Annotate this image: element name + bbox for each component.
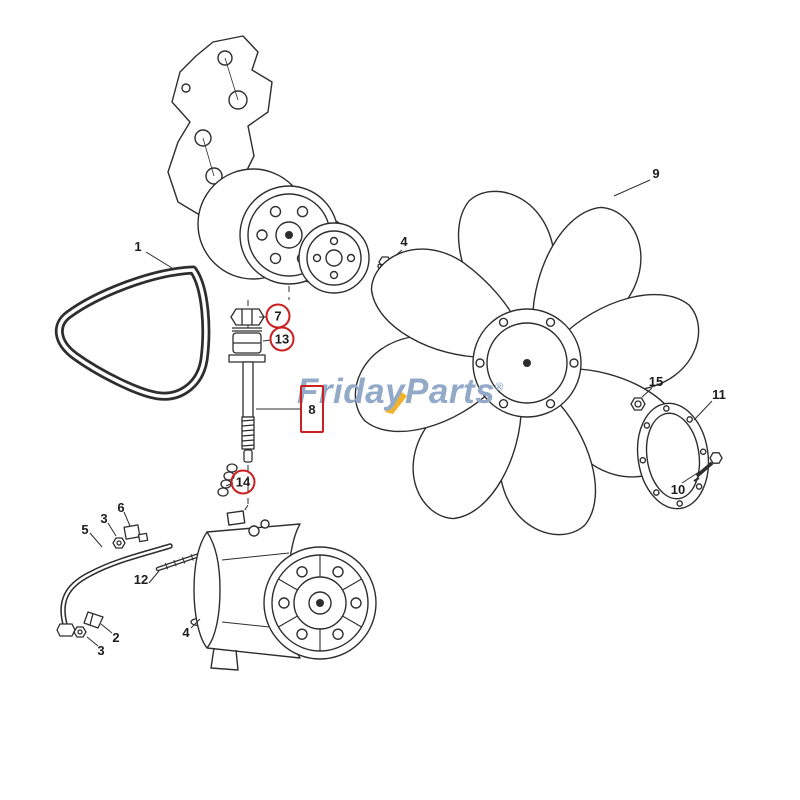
callout-1: 1 — [134, 238, 142, 254]
callout-3-lower: 3 — [97, 642, 105, 658]
callout-4-compressor-bolt: 4 — [182, 624, 190, 640]
tensioner-drawing — [217, 308, 266, 497]
watermark-brand-second: Parts — [405, 372, 496, 411]
nut-15-drawing — [630, 397, 646, 411]
callout-8: 8 — [300, 385, 324, 433]
compressor-drawing — [193, 510, 377, 671]
watermark-brand: FridayParts® — [297, 372, 504, 412]
callout-3-upper: 3 — [100, 510, 108, 526]
watermark-swoosh-icon — [385, 390, 407, 414]
callout-2: 2 — [112, 629, 120, 645]
callout-10: 10 — [670, 481, 686, 497]
callout-13: 13 — [269, 326, 295, 352]
callout-14: 14 — [230, 469, 256, 495]
callout-11: 11 — [712, 386, 726, 402]
callout-5: 5 — [81, 521, 89, 537]
spacer-ring-drawing — [636, 402, 710, 510]
fittings-drawing — [56, 524, 149, 638]
pipe-drawing — [60, 543, 173, 631]
callout-9: 9 — [652, 165, 660, 181]
callout-4-fan-bolt: 4 — [400, 233, 408, 249]
registered-trademark-symbol: ® — [495, 381, 504, 394]
callout-7: 7 — [265, 303, 291, 329]
bolt-10-drawing — [693, 452, 723, 482]
v-belt-drawing — [54, 265, 211, 401]
watermark-brand-first: Friday — [297, 372, 406, 411]
leader-lines — [86, 179, 713, 647]
callout-15: 15 — [648, 373, 664, 389]
callout-6: 6 — [117, 499, 125, 515]
water-pump-pulley-drawing — [197, 168, 370, 294]
callout-12: 12 — [133, 571, 149, 587]
